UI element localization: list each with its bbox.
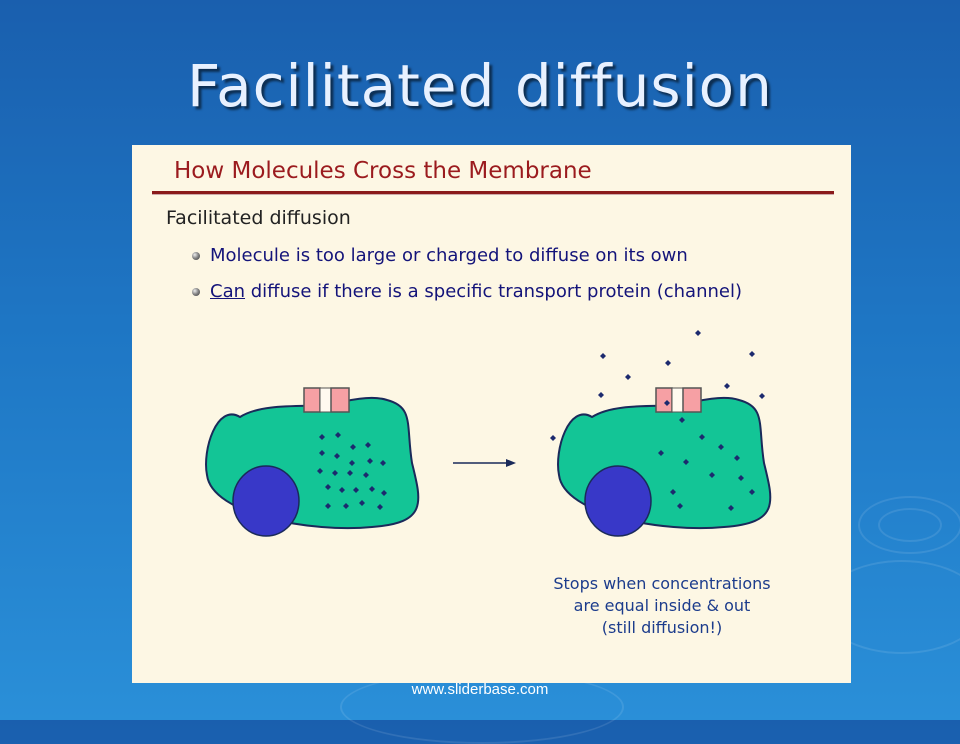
molecule-dot <box>749 489 755 495</box>
molecule-dot <box>365 442 371 448</box>
caption-line: Stops when concentrations <box>553 574 771 593</box>
channel-protein-left-half <box>655 387 673 413</box>
molecule-dot <box>325 503 331 509</box>
molecule-dot <box>334 453 340 459</box>
molecule-dot <box>350 444 356 450</box>
bullet-icon <box>192 252 200 260</box>
caption-line: (still diffusion!) <box>601 618 723 637</box>
molecule-dot <box>759 393 765 399</box>
molecule-dot <box>734 455 740 461</box>
molecule-dot <box>343 503 349 509</box>
molecule-dot <box>598 392 604 398</box>
molecule-dot <box>670 489 676 495</box>
molecule-dot <box>319 434 325 440</box>
molecule-dot <box>353 487 359 493</box>
molecule-dot <box>600 353 606 359</box>
molecule-dot <box>625 374 631 380</box>
bullet-text: diffuse if there is a specific transport… <box>245 281 743 302</box>
molecule-dot <box>709 472 715 478</box>
molecule-dot <box>377 504 383 510</box>
molecules-equalized <box>550 330 765 511</box>
molecule-dot <box>683 459 689 465</box>
molecule-dot <box>359 500 365 506</box>
transition-arrow-head <box>506 459 516 467</box>
bullet-list: Molecule is too large or charged to diff… <box>192 245 742 317</box>
molecules-inside <box>317 432 387 510</box>
molecule-dot <box>718 444 724 450</box>
molecule-dot <box>332 470 338 476</box>
channel-protein-gap <box>671 387 684 413</box>
channel-protein-right-half <box>330 387 350 413</box>
bullet-icon <box>192 288 200 296</box>
molecule-dot <box>347 470 353 476</box>
molecule-dot <box>749 351 755 357</box>
panel-heading: How Molecules Cross the Membrane <box>174 158 592 184</box>
molecule-dot <box>695 330 701 336</box>
heading-rule <box>152 191 834 194</box>
channel-protein-left-half <box>303 387 321 413</box>
molecule-dot <box>381 490 387 496</box>
molecule-dot <box>665 360 671 366</box>
diagram-caption: Stops when concentrations are equal insi… <box>522 573 802 639</box>
molecule-dot <box>724 383 730 389</box>
molecule-dot <box>367 458 373 464</box>
content-panel: How Molecules Cross the Membrane Facilit… <box>132 145 851 683</box>
caption-line: are equal inside & out <box>573 596 751 615</box>
subheading: Facilitated diffusion <box>166 207 351 229</box>
nucleus-after <box>584 465 652 537</box>
molecule-dot <box>349 460 355 466</box>
molecule-dot <box>658 450 664 456</box>
slide-title: Facilitated diffusion <box>187 52 773 120</box>
molecule-dot <box>677 503 683 509</box>
nucleus-before <box>232 465 300 537</box>
bullet-emphasis: Can <box>210 281 246 302</box>
channel-protein-right-half <box>682 387 702 413</box>
diffusion-diagram <box>205 330 772 537</box>
molecule-dot <box>664 400 670 406</box>
bullet-text: Molecule is too large or charged to diff… <box>210 245 688 266</box>
molecule-dot <box>728 505 734 511</box>
footer-url: www.sliderbase.com <box>411 681 549 698</box>
molecule-dot <box>363 472 369 478</box>
molecule-dot <box>380 460 386 466</box>
molecule-dot <box>339 487 345 493</box>
molecule-dot <box>679 417 685 423</box>
channel-protein-gap <box>319 387 332 413</box>
molecule-dot <box>325 484 331 490</box>
molecule-dot <box>550 435 556 441</box>
bullet-item: Molecule is too large or charged to diff… <box>192 245 742 281</box>
molecule-dot <box>317 468 323 474</box>
molecule-dot <box>699 434 705 440</box>
molecule-dot <box>738 475 744 481</box>
molecule-dot <box>319 450 325 456</box>
bullet-item: Can diffuse if there is a specific trans… <box>192 281 742 317</box>
molecule-dot <box>369 486 375 492</box>
ripple-decoration <box>858 496 960 554</box>
molecule-dot <box>335 432 341 438</box>
